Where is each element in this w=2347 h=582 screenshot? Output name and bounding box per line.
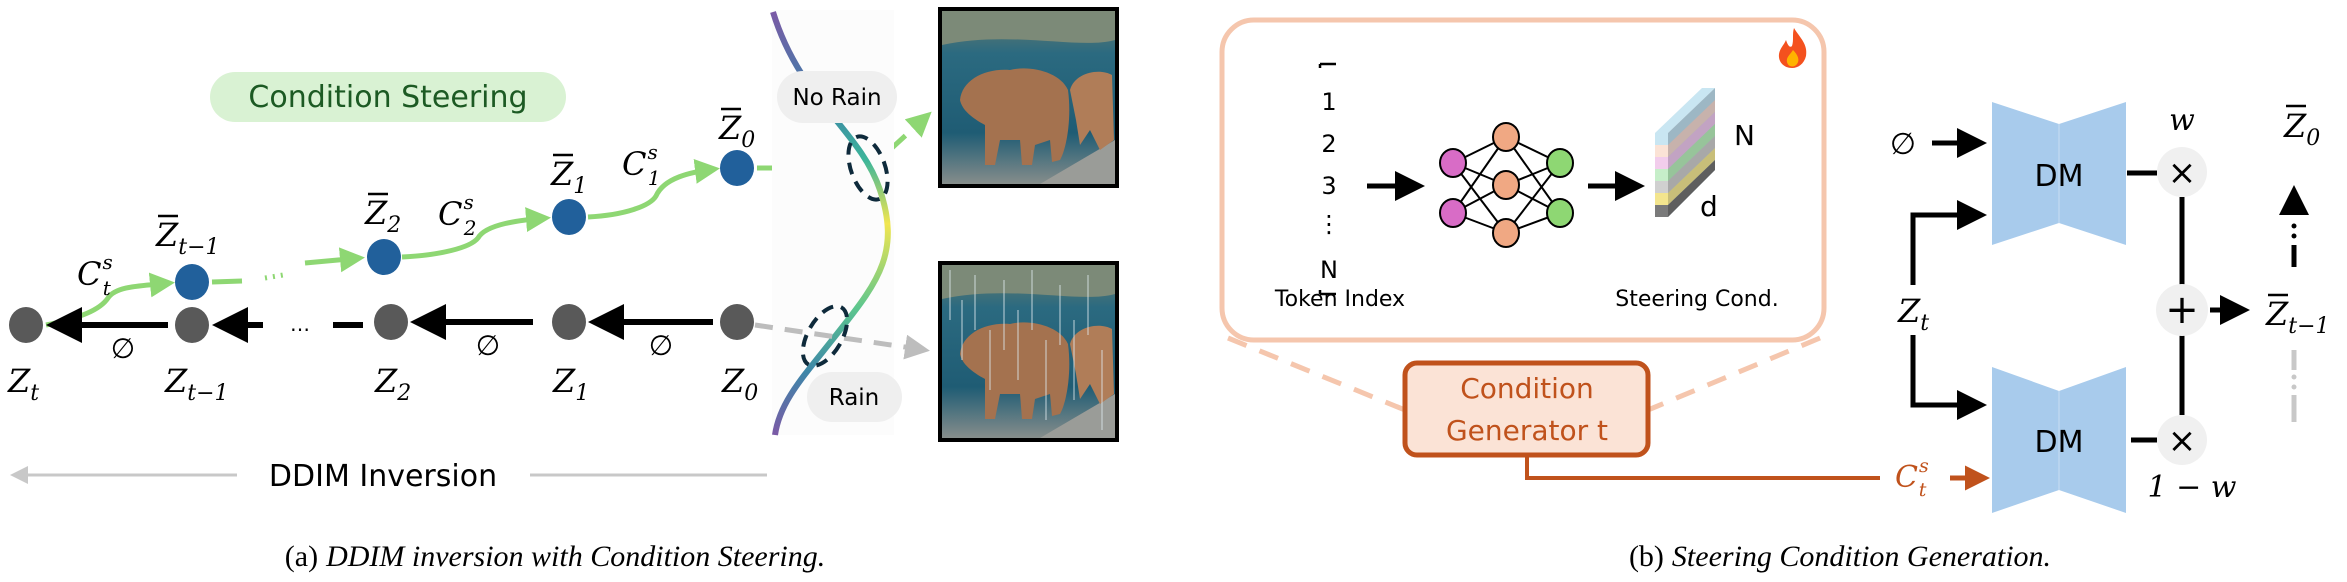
image-rain xyxy=(938,261,1119,442)
node-zbar-0 xyxy=(720,150,754,186)
token-2: 2 xyxy=(1321,130,1336,158)
token-ellipsis: ⋮ xyxy=(1317,210,1341,238)
steered-nodes xyxy=(175,150,754,300)
dm-top-block: DM xyxy=(1992,102,2126,245)
svg-text:×: × xyxy=(2168,421,2197,461)
generator-label-line1: Condition xyxy=(1460,372,1594,405)
panel-b: 1 2 3 ⋮ N xyxy=(1219,17,2330,573)
null-input-label: ∅ xyxy=(1890,127,1916,162)
caption-a: (a)DDIM inversion with Condition Steerin… xyxy=(285,540,825,573)
token-3: 3 xyxy=(1321,172,1336,200)
svg-text:Z0: Z0 xyxy=(2283,107,2320,151)
dim-d-label: d xyxy=(1700,190,1718,223)
svg-text:Zt−1: Zt−1 xyxy=(155,216,220,260)
generator-detail-box xyxy=(1219,17,1827,343)
arrow-zt-to-dm-top xyxy=(1910,200,1987,285)
generator-output-line xyxy=(1525,455,1880,480)
inversion-ellipsis: … xyxy=(290,312,310,336)
dim-n-label: N xyxy=(1734,119,1755,152)
svg-text:Z0: Z0 xyxy=(718,109,755,153)
panel-a: Condition Steering … ∅ ∅ ∅ xyxy=(7,7,1119,573)
label-zbar-1: Z1 xyxy=(550,153,587,199)
label-zbar-2: Z2 xyxy=(364,192,401,238)
node-zbar-t-1 xyxy=(175,264,209,300)
svg-text:×: × xyxy=(2168,153,2197,193)
label-zt-input: Zt xyxy=(1897,292,1929,336)
label-zbar-0-out: Z0 xyxy=(2283,104,2320,151)
label-zbar-t-1: Zt−1 xyxy=(155,214,220,260)
add-op: + xyxy=(2156,284,2208,336)
svg-text:Z1: Z1 xyxy=(550,155,587,199)
rain-pill: Rain xyxy=(807,372,902,422)
svg-text:No Rain: No Rain xyxy=(792,85,881,111)
dm-bottom-label: DM xyxy=(2035,425,2084,460)
previous-steps-indicator xyxy=(2291,350,2297,422)
label-z1: Z1 xyxy=(552,362,589,406)
condition-steering-label: Condition Steering xyxy=(248,80,527,115)
zoom-connector-right xyxy=(1647,335,1821,413)
ddim-inversion-label: DDIM Inversion xyxy=(269,459,497,494)
weight-w-label: w xyxy=(2169,103,2195,138)
condition-steering-pill: Condition Steering xyxy=(210,72,566,122)
arrow-zt-to-dm-bottom xyxy=(1910,335,1987,420)
intersection-marker-rain xyxy=(800,304,850,368)
node-zt xyxy=(9,307,43,343)
caption-b: (b)Steering Condition Generation. xyxy=(1629,540,2051,573)
label-z2: Z2 xyxy=(374,362,411,406)
node-z2 xyxy=(374,304,408,340)
token-index-vector: 1 2 3 ⋮ N xyxy=(1317,62,1341,296)
node-zbar-2 xyxy=(367,239,401,275)
token-n: N xyxy=(1320,256,1338,284)
zoom-connector-left xyxy=(1227,335,1406,413)
label-zbar-t-1-out: Zt−1 xyxy=(2265,293,2330,339)
inversion-arrows xyxy=(46,304,713,343)
svg-text:Rain: Rain xyxy=(829,385,880,411)
dm-top-label: DM xyxy=(2035,159,2084,194)
image-no-rain xyxy=(938,7,1119,188)
dm-bottom-block: DM xyxy=(1992,367,2126,513)
steering-cond-stack-icon: N d xyxy=(1655,88,1755,223)
fire-icon xyxy=(1778,28,1807,68)
multiply-op-bottom: × xyxy=(2157,415,2207,465)
node-z1 xyxy=(552,304,586,340)
ddim-inversion-axis: DDIM Inversion xyxy=(10,459,767,494)
token-1: 1 xyxy=(1321,88,1336,116)
node-z0 xyxy=(720,304,754,340)
multiply-op-top: × xyxy=(2157,147,2207,197)
intersection-marker-no-rain xyxy=(846,134,890,202)
label-zt-1: Zt−1 xyxy=(164,362,229,406)
no-rain-pill: No Rain xyxy=(777,71,897,123)
svg-text:+: + xyxy=(2165,287,2199,333)
condition-generator-block: Condition Generator t xyxy=(1402,360,1651,458)
token-index-label: Token Index xyxy=(1274,287,1405,312)
null-label-2: ∅ xyxy=(476,329,500,362)
steered-node-labels: Zt−1 Z2 Z1 Z0 xyxy=(155,107,755,260)
label-zbar-0: Z0 xyxy=(718,107,755,153)
svg-text:Z2: Z2 xyxy=(364,194,401,238)
node-zt-1 xyxy=(175,307,209,343)
inversion-node-labels: Zt Zt−1 Z2 Z1 Z0 xyxy=(7,362,758,406)
generator-label-line2: Generator t xyxy=(1446,414,1608,447)
mlp-network-icon xyxy=(1439,122,1574,248)
null-label-1: ∅ xyxy=(111,332,135,365)
label-z0: Z0 xyxy=(721,362,758,406)
inversion-nodes xyxy=(9,304,754,343)
label-zt: Zt xyxy=(7,362,39,406)
weight-1-minus-w-label: 1 − w xyxy=(2148,470,2237,505)
null-label-3: ∅ xyxy=(649,329,673,362)
steering-cond-label: Steering Cond. xyxy=(1615,287,1778,312)
svg-text:Zt−1: Zt−1 xyxy=(2265,295,2330,339)
node-zbar-1 xyxy=(552,199,586,235)
